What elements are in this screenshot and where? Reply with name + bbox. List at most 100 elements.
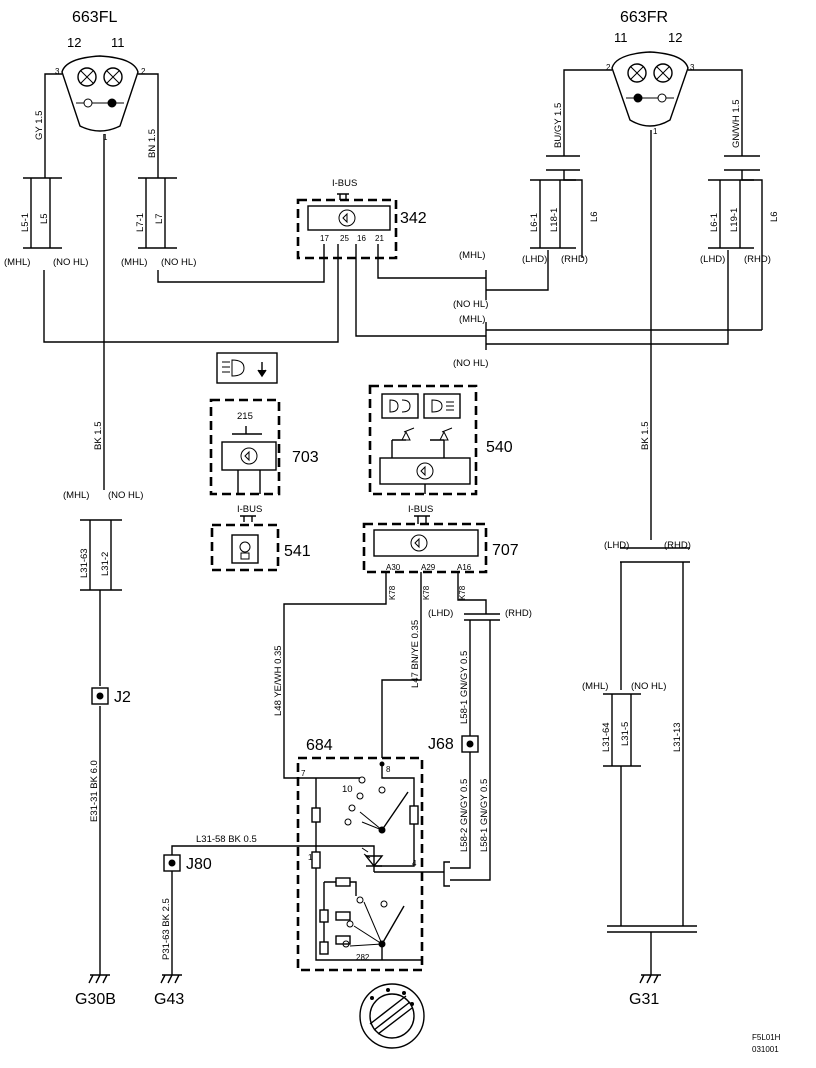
connector-j2: J2 (91, 687, 131, 706)
svg-text:7: 7 (301, 769, 306, 778)
svg-text:L31-13: L31-13 (672, 722, 683, 752)
ground-g43: G43 (154, 974, 184, 1008)
module-684-id: 684 (306, 737, 333, 754)
svg-text:L31-2: L31-2 (100, 552, 111, 576)
svg-text:L58-2 GN/GY 0.5: L58-2 GN/GY 0.5 (459, 779, 470, 852)
svg-text:(MHL): (MHL) (459, 314, 485, 325)
svg-text:L6-1: L6-1 (529, 213, 540, 232)
module-540-frame (368, 384, 478, 496)
lamp-663fl-pin-b: 11 (111, 35, 125, 50)
lamp-663fl-housing (61, 55, 139, 132)
module-703-frame (209, 398, 281, 496)
svg-text:L31-64: L31-64 (601, 722, 612, 752)
svg-text:(MHL): (MHL) (459, 250, 485, 261)
svg-text:L47 BN/YE 0.35: L47 BN/YE 0.35 (410, 620, 421, 688)
svg-text:J2: J2 (114, 689, 131, 706)
svg-text:21: 21 (375, 234, 384, 243)
svg-text:L58-1 GN/GY 0.5: L58-1 GN/GY 0.5 (479, 779, 490, 852)
svg-text:1: 1 (103, 133, 108, 142)
svg-text:L58-1 GN/GY 0.5: L58-1 GN/GY 0.5 (459, 651, 470, 724)
svg-text:(RHD): (RHD) (744, 254, 771, 265)
svg-text:215: 215 (237, 411, 253, 422)
svg-text:3: 3 (690, 63, 695, 72)
lamp-663fr-housing (611, 51, 689, 127)
svg-text:(MHL): (MHL) (582, 681, 608, 692)
ground-g30b: G30B (75, 974, 116, 1008)
rotary-switch-knob (359, 983, 425, 1049)
svg-text:(MHL): (MHL) (63, 490, 89, 501)
svg-text:K78: K78 (458, 585, 467, 600)
diagram-date: 031001 (752, 1045, 779, 1054)
svg-text:GY 1.5: GY 1.5 (34, 111, 45, 140)
svg-text:BN 1.5: BN 1.5 (147, 129, 158, 158)
svg-text:L6: L6 (769, 211, 780, 222)
ground-g31: G31 (629, 974, 661, 1008)
svg-text:8: 8 (386, 765, 391, 774)
lamp-663fr-bulb-11 (627, 63, 647, 83)
svg-text:(NO HL): (NO HL) (453, 299, 488, 310)
svg-text:I-BUS: I-BUS (332, 178, 357, 189)
svg-text:3: 3 (55, 67, 60, 76)
right-wiring: BU/GY 1.5 L6-1 L18-1 L6 (LHD) (RHD) GN/W… (355, 69, 780, 975)
lamp-663fr-bulb-12 (653, 63, 673, 83)
module-703: 215 703 (209, 352, 319, 496)
svg-text:1: 1 (653, 127, 658, 136)
svg-text:A29: A29 (421, 563, 436, 572)
svg-text:(RHD): (RHD) (664, 540, 691, 551)
svg-text:(LHD): (LHD) (522, 254, 547, 265)
svg-text:J68: J68 (428, 736, 454, 753)
svg-text:J80: J80 (186, 856, 212, 873)
svg-text:L31-58 BK 0.5: L31-58 BK 0.5 (196, 834, 257, 845)
svg-text:G31: G31 (629, 991, 659, 1008)
svg-text:16: 16 (357, 234, 366, 243)
svg-text:(LHD): (LHD) (700, 254, 725, 265)
module-342: I-BUS 342 17 25 16 21 (296, 178, 427, 260)
svg-text:K78: K78 (388, 585, 397, 600)
headlight-symbol (216, 352, 278, 384)
svg-text:L7-1: L7-1 (135, 213, 146, 232)
module-342-frame (296, 198, 398, 260)
module-541-id: 541 (284, 543, 311, 560)
svg-text:(NO HL): (NO HL) (53, 257, 88, 268)
svg-text:L6: L6 (589, 211, 600, 222)
lamp-663fr-id: 663FR (620, 9, 668, 26)
svg-text:G43: G43 (154, 991, 184, 1008)
lamp-663fr-pin-b: 12 (668, 30, 682, 45)
svg-text:1: 1 (308, 853, 313, 862)
connector-j80: J80 L31-58 BK 0.5 P31-63 BK 2.5 (161, 834, 257, 975)
svg-text:L7: L7 (154, 213, 165, 224)
svg-text:25: 25 (340, 234, 349, 243)
svg-text:282: 282 (356, 953, 370, 962)
svg-text:2: 2 (141, 67, 146, 76)
svg-text:I-BUS: I-BUS (237, 504, 262, 515)
svg-text:2: 2 (606, 63, 611, 72)
svg-text:(NO HL): (NO HL) (453, 358, 488, 369)
module-707: I-BUS 707 A30 A29 A16 K78 K78 K78 L48 YE… (273, 504, 532, 881)
left-wiring: GY 1.5 BN 1.5 L5-1 L5 (MHL) (NO HL) L7-1… (4, 73, 339, 975)
svg-text:L19-1: L19-1 (729, 208, 740, 232)
svg-text:BU/GY 1.5: BU/GY 1.5 (553, 103, 564, 148)
svg-text:BK 1.5: BK 1.5 (93, 421, 104, 450)
svg-text:(MHL): (MHL) (4, 257, 30, 268)
svg-text:L31-5: L31-5 (620, 722, 631, 746)
lamp-663fl-pin-a: 12 (67, 35, 81, 50)
lamp-663fl-bulb-12 (77, 67, 97, 87)
lamp-663fr: 663FR 11 12 2 3 1 (606, 9, 695, 136)
module-707-frame (362, 522, 488, 574)
module-703-id: 703 (292, 449, 319, 466)
svg-text:A30: A30 (386, 563, 401, 572)
module-540-id: 540 (486, 439, 513, 456)
svg-text:K78: K78 (422, 585, 431, 600)
svg-text:A16: A16 (457, 563, 472, 572)
svg-text:E31-31 BK 6.0: E31-31 BK 6.0 (89, 760, 100, 822)
svg-text:L5-1: L5-1 (20, 213, 31, 232)
connector-j68: J68 L58-2 GN/GY 0.5 L58-1 GN/GY 0.5 (428, 735, 490, 887)
svg-text:(NO HL): (NO HL) (631, 681, 666, 692)
svg-text:4: 4 (412, 859, 417, 868)
module-342-id: 342 (400, 210, 427, 227)
module-541: I-BUS 541 (210, 504, 311, 572)
diagram-footer: F5L01H 031001 (752, 1033, 781, 1054)
svg-text:(NO HL): (NO HL) (161, 257, 196, 268)
lamp-663fl-id: 663FL (72, 9, 117, 26)
module-707-id: 707 (492, 542, 519, 559)
